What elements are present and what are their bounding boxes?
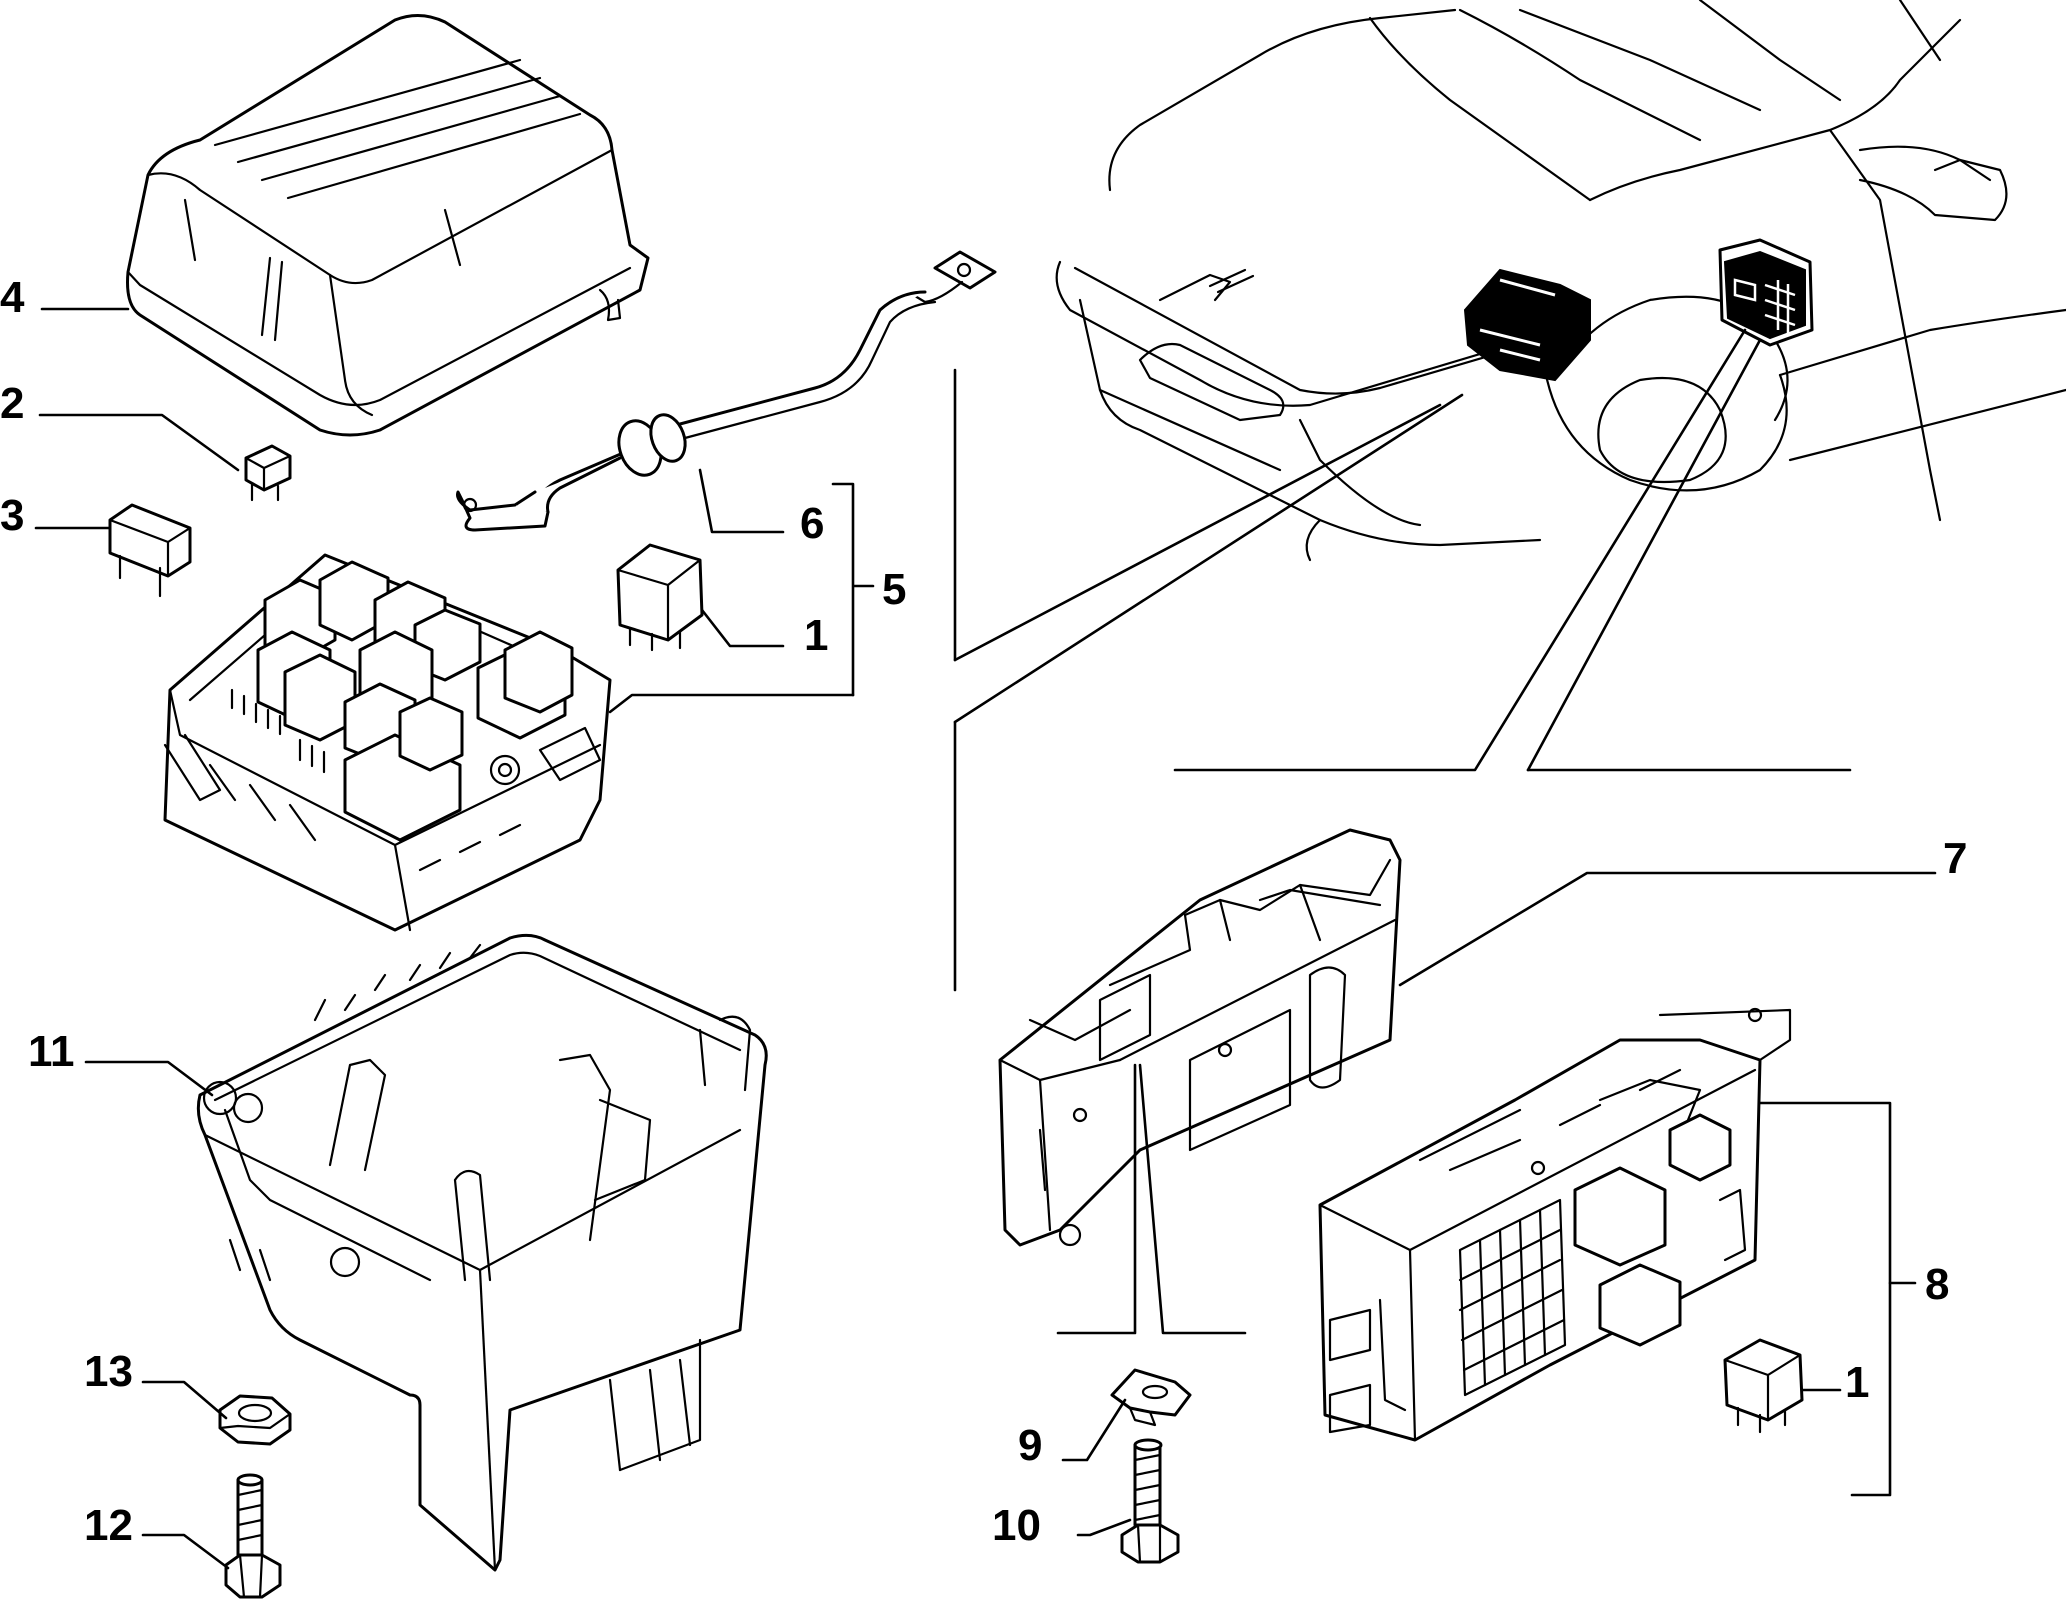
part-6-ground-cable [456, 250, 997, 532]
leader-car-7 [1526, 338, 1762, 772]
part-10-screw [1120, 1438, 1180, 1564]
leader-7 [1398, 871, 1937, 987]
part-1-relay-bottom [1723, 1338, 1804, 1434]
callout-7: 7 [1943, 834, 1967, 883]
part-5-fuse-relay-box [163, 553, 612, 932]
callout-10: 10 [992, 1501, 1041, 1550]
leader-7-bracket-b [1138, 1063, 1247, 1335]
leader-9 [1061, 1398, 1127, 1462]
leader-8-bracket [1758, 1101, 1892, 1497]
leader-13 [141, 1380, 228, 1420]
callout-1-top: 1 [804, 611, 828, 660]
leader-6 [698, 468, 785, 534]
callout-11: 11 [28, 1027, 75, 1076]
part-9-clip-nut [1110, 1368, 1192, 1427]
leader-11 [84, 1060, 214, 1097]
part-8-body-computer [1318, 1007, 1792, 1442]
leader-2 [38, 413, 240, 472]
part-1-relay-top [616, 543, 704, 652]
leader-12 [141, 1533, 230, 1570]
callout-numbers: 4 2 3 6 5 1 7 8 1 11 13 12 9 10 [0, 273, 1967, 1550]
leader-car-2 [953, 403, 1442, 662]
part-11-fuse-box-base [196, 933, 768, 1572]
callout-4: 4 [0, 273, 25, 322]
leader-10 [1076, 1518, 1132, 1537]
callout-13: 13 [84, 1347, 133, 1396]
part-13-nut [218, 1394, 292, 1446]
part-12-bolt [224, 1473, 282, 1599]
callout-3: 3 [0, 491, 24, 540]
part-4-fuse-box-cover [126, 14, 650, 437]
part-2-mini-fuse [244, 444, 292, 502]
part-7-control-unit [998, 828, 1402, 1247]
callout-6: 6 [800, 499, 824, 548]
leader-1-top [700, 608, 785, 648]
callout-5: 5 [882, 565, 906, 614]
leader-car-4 [953, 393, 1464, 724]
leader-5-pointer [608, 693, 855, 714]
leader-lines [34, 307, 1937, 1570]
leader-7-bracket-a [1056, 1063, 1137, 1335]
leader-5-bracket [831, 482, 875, 697]
callout-12: 12 [84, 1501, 133, 1550]
callout-9: 9 [1018, 1421, 1042, 1470]
vehicle-front-view [1055, 0, 2066, 562]
callout-2: 2 [0, 379, 24, 428]
callout-8: 8 [1925, 1260, 1949, 1309]
part-3-maxi-fuse [108, 503, 192, 598]
leader-car-5 [1173, 328, 1747, 772]
callout-1-bottom: 1 [1845, 1358, 1869, 1407]
